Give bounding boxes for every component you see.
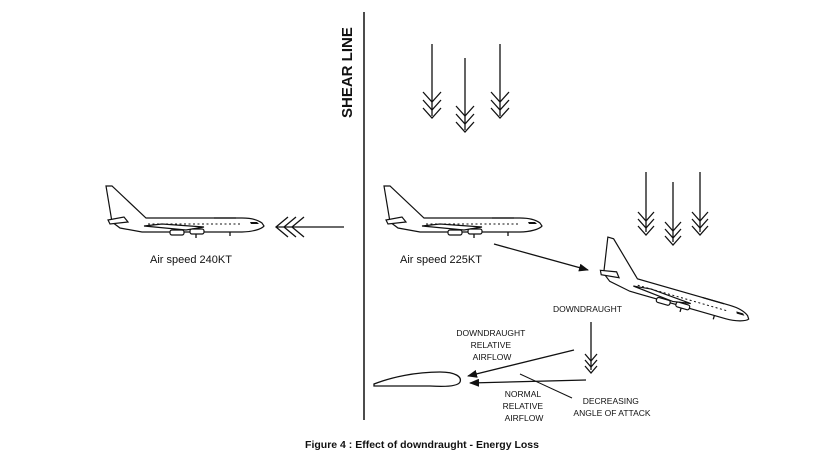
shear-line-label: SHEAR LINE	[339, 27, 356, 118]
aircraft-right-icon	[383, 185, 543, 239]
downdraught-gusts-top	[422, 43, 510, 133]
normal-relative-airflow-arrow	[469, 378, 587, 387]
downdraught-gusts-right	[637, 171, 709, 246]
downdraught-vertical-arrow	[584, 322, 598, 374]
aircraft-left-icon	[105, 185, 265, 239]
decreasing-aoa-label: DECREASING ANGLE OF ATTACK	[573, 396, 650, 418]
normal-relative-airflow-label: NORMAL RELATIVE AIRFLOW	[503, 389, 546, 423]
downdraught-label: DOWNDRAUGHT	[553, 304, 622, 314]
aoa-pointer-line	[519, 373, 573, 399]
airspeed-right-label: Air speed 225KT	[400, 254, 482, 266]
airfoil-section	[373, 371, 462, 388]
dd-relative-airflow-label: DOWNDRAUGHT RELATIVE AIRFLOW	[456, 328, 527, 362]
airspeed-left-label: Air speed 240KT	[150, 254, 232, 266]
dd-relative-airflow-arrow	[467, 349, 575, 378]
aircraft-descending-icon	[592, 236, 761, 332]
figure-caption: Figure 4 : Effect of downdraught - Energ…	[305, 439, 539, 451]
headwind-arrow	[274, 216, 344, 238]
descent-path-arrow	[493, 243, 589, 272]
